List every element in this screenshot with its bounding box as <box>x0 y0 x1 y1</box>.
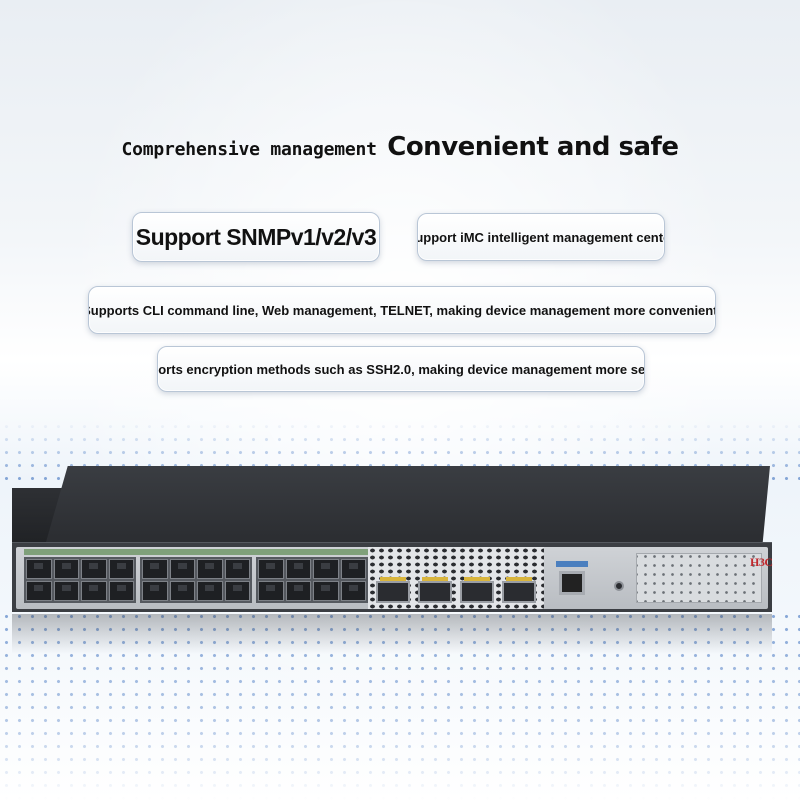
network-switch-image: H3C <box>12 466 773 616</box>
rj45-port <box>258 559 284 579</box>
rj45-port <box>142 559 168 579</box>
brand-logo: H3C <box>750 555 773 569</box>
rj45-port <box>169 559 195 579</box>
rj45-port-group-3 <box>256 557 368 603</box>
rj45-port <box>340 559 366 579</box>
feature-snmp-text: Support SNMPv1/v2/v3 <box>135 223 377 250</box>
sfp-port <box>502 577 536 603</box>
led-status-panel <box>636 553 762 603</box>
rj45-port <box>313 581 339 601</box>
switch-front-panel: H3C <box>16 547 773 609</box>
rj45-port <box>108 581 134 601</box>
rj45-port <box>26 581 52 601</box>
sfp-port <box>418 577 452 603</box>
feature-imc: Support iMC intelligent management cente… <box>417 213 665 261</box>
feature-ssh-text: Supports encryption methods such as SSH2… <box>158 361 645 377</box>
rj45-port <box>108 559 134 579</box>
port-label-strip <box>24 549 368 555</box>
rj45-port <box>26 559 52 579</box>
rj45-port <box>224 559 250 579</box>
reset-button <box>614 581 624 591</box>
heading-small: Comprehensive management <box>121 139 377 160</box>
rj45-port <box>169 581 195 601</box>
rj45-port <box>197 559 223 579</box>
rj45-port <box>53 559 79 579</box>
feature-ssh: Supports encryption methods such as SSH2… <box>157 346 645 392</box>
rj45-port <box>285 559 311 579</box>
feature-cli-text: Supports CLI command line, Web managemen… <box>88 302 716 318</box>
rj45-port <box>81 581 107 601</box>
rj45-port <box>313 559 339 579</box>
switch-chassis-top <box>46 466 770 542</box>
heading-big: Convenient and safe <box>387 132 679 162</box>
rj45-port-group-1 <box>24 557 136 603</box>
rj45-port-group-2 <box>140 557 252 603</box>
rj45-port <box>340 581 366 601</box>
dot-pattern-bottom <box>0 610 800 800</box>
sfp-port <box>376 577 410 603</box>
rj45-port <box>258 581 284 601</box>
sfp-port <box>460 577 494 603</box>
switch-front-face: H3C <box>12 542 773 612</box>
sfp-port-row <box>376 577 536 603</box>
section-heading: Comprehensive management Convenient and … <box>0 132 800 162</box>
feature-cli: Supports CLI command line, Web managemen… <box>88 286 716 334</box>
rj45-port <box>142 581 168 601</box>
rj45-port <box>197 581 223 601</box>
rj45-port <box>53 581 79 601</box>
console-port <box>559 571 585 595</box>
rj45-port <box>81 559 107 579</box>
switch-reflection <box>12 614 772 654</box>
feature-imc-text: Support iMC intelligent management cente… <box>417 229 665 245</box>
rj45-port <box>285 581 311 601</box>
rj45-port <box>224 581 250 601</box>
console-port-label <box>556 561 588 567</box>
feature-snmp: Support SNMPv1/v2/v3 <box>132 212 380 262</box>
